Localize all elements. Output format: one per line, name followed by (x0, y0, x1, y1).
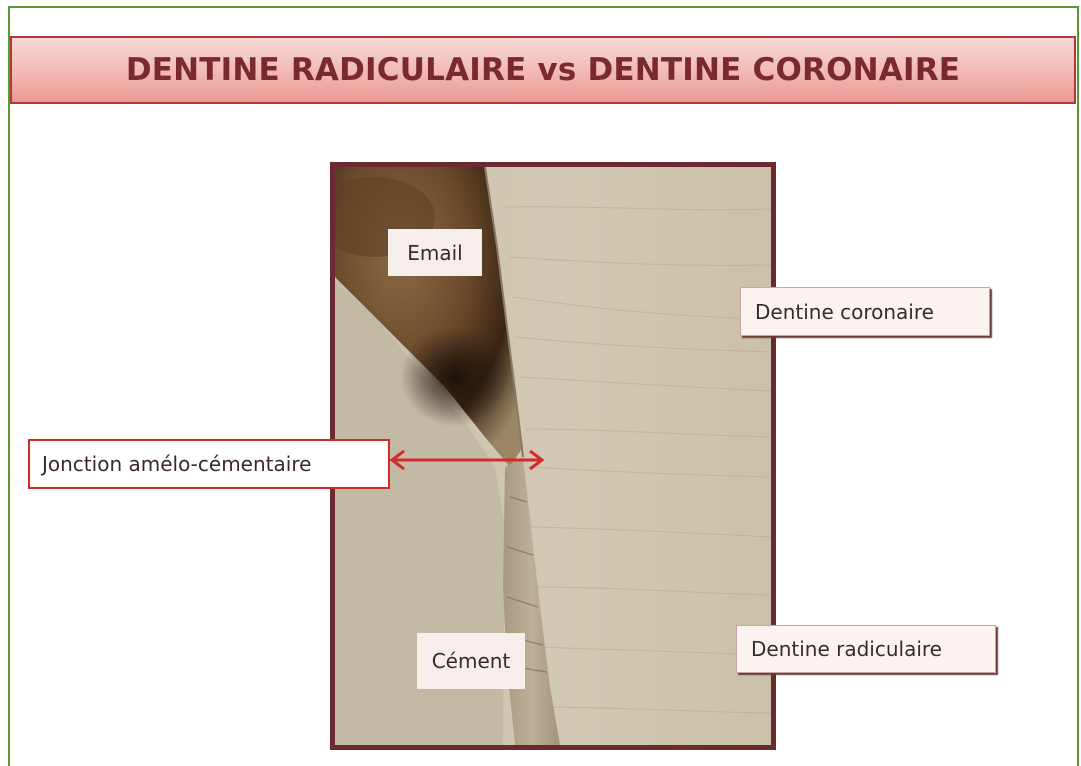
slide-title: DENTINE RADICULAIRE vs DENTINE CORONAIRE (125, 52, 961, 88)
title-banner: DENTINE RADICULAIRE vs DENTINE CORONAIRE (10, 36, 1076, 104)
label-dentine-radiculaire: Dentine radiculaire (736, 625, 996, 673)
label-dentine-coronaire: Dentine coronaire (740, 287, 990, 336)
label-email: Email (388, 229, 482, 276)
label-jonction-amelo-cementaire: Jonction amélo-cémentaire (28, 439, 390, 489)
slide-frame (8, 6, 1079, 766)
label-cement: Cément (417, 633, 525, 689)
double-headed-arrow-icon (389, 449, 545, 471)
